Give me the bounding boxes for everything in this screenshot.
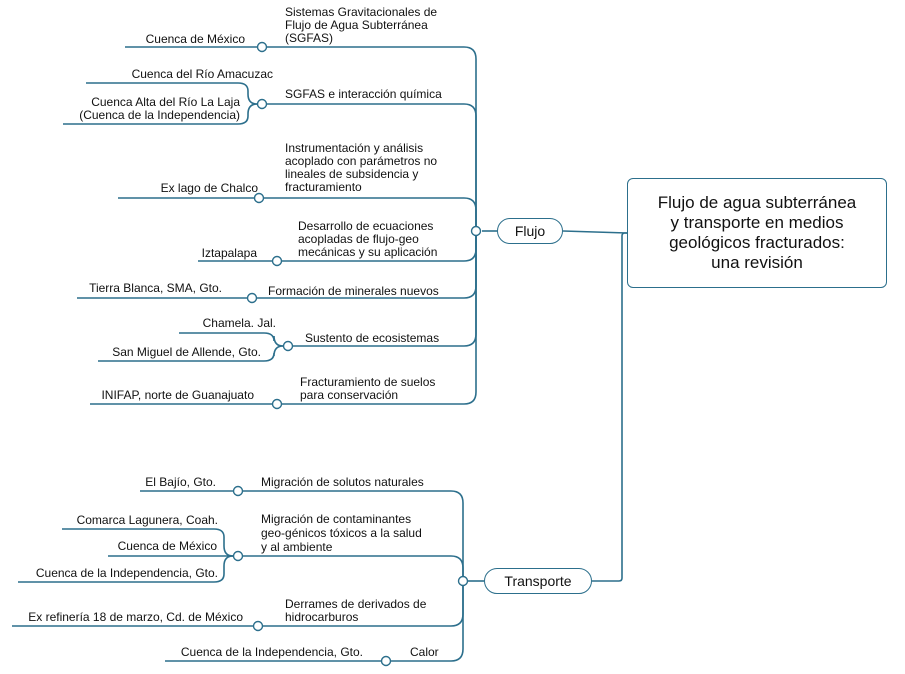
case-label[interactable]: Iztapalapa xyxy=(201,246,257,260)
connector-case xyxy=(63,103,258,125)
junction-circle[interactable] xyxy=(232,550,244,562)
topic-line: lineales de subsidencia y xyxy=(285,167,419,181)
junction-circle[interactable] xyxy=(246,292,258,304)
case-label[interactable]: Cuenca de México xyxy=(117,539,217,553)
case-label[interactable]: Chamela. Jal. xyxy=(202,316,276,330)
connector-case xyxy=(62,528,234,557)
case-label[interactable]: INIFAP, norte de Guanajuato xyxy=(101,388,254,402)
topic-line: Migración de contaminantes xyxy=(261,512,412,526)
case-label[interactable]: El Bajío, Gto. xyxy=(145,475,216,489)
connector-transporte-topic xyxy=(243,555,464,581)
connector-flujo-topic xyxy=(282,231,477,405)
case-label[interactable]: San Miguel de Allende, Gto. xyxy=(112,345,261,359)
topic-calor[interactable]: Calor xyxy=(410,645,439,659)
topic-ecosistemas[interactable]: Sustento de ecosistemas xyxy=(305,331,440,345)
case-label[interactable]: Cuenca del Río Amacuzac xyxy=(131,67,273,81)
topic-solutos[interactable]: Migración de solutos naturales xyxy=(261,475,424,489)
connector-case xyxy=(18,555,234,583)
connector-flujo-topic xyxy=(267,103,477,231)
junction-circle[interactable] xyxy=(470,225,482,237)
topic-line: Flujo de Agua Subterránea xyxy=(285,18,428,32)
topic-line: y al ambiente xyxy=(261,540,333,554)
connector-flujo-topic xyxy=(267,46,477,231)
central-topic-line: geológicos fracturados: xyxy=(669,233,845,252)
topic-line: acoplado con parámetros no xyxy=(285,154,438,168)
connector-case xyxy=(179,332,284,347)
topic-minerales[interactable]: Formación de minerales nuevos xyxy=(268,284,439,298)
junction-circle[interactable] xyxy=(252,620,264,632)
case-label[interactable]: (Cuenca de la Independencia) xyxy=(79,108,240,122)
junction-circle[interactable] xyxy=(380,655,392,667)
case-label[interactable]: Cuenca de México xyxy=(145,32,245,46)
central-topic-line: una revisión xyxy=(711,253,803,272)
junction-circle[interactable] xyxy=(256,41,268,53)
connector-case xyxy=(98,345,284,362)
topic-line: Sistemas Gravitacionales de xyxy=(285,5,438,19)
junction-circle[interactable] xyxy=(256,98,268,110)
topic-line: geo-génicos tóxicos a la salud xyxy=(261,526,422,540)
case-label[interactable]: Cuenca Alta del Río La Laja xyxy=(91,95,240,109)
connector-central-transporte xyxy=(592,232,627,582)
central-topic-line: Flujo de agua subterránea xyxy=(657,193,857,212)
connector-central-flujo xyxy=(562,230,628,234)
topic-line: Fracturamiento de suelos xyxy=(300,375,436,389)
topic-line: Derrames de derivados de xyxy=(285,597,427,611)
junction-circle[interactable] xyxy=(253,192,265,204)
topic-line: (SGFAS) xyxy=(285,31,334,45)
connector-transporte-topic xyxy=(243,490,464,581)
connector-case xyxy=(86,82,258,105)
topic-sgfas-quimica[interactable]: SGFAS e interacción química xyxy=(285,87,442,101)
case-label[interactable]: Cuenca de la Independencia, Gto. xyxy=(35,566,218,580)
case-label[interactable]: Ex refinería 18 de marzo, Cd. de México xyxy=(28,610,243,624)
central-topic-line: y transporte en medios xyxy=(670,213,844,232)
junction-circle[interactable] xyxy=(271,398,283,410)
topic-line: para conservación xyxy=(300,388,399,402)
junction-circle[interactable] xyxy=(232,485,244,497)
topic-line: Desarrollo de ecuaciones xyxy=(298,219,434,233)
branch-transporte[interactable]: Transporte xyxy=(484,568,592,594)
central-topic[interactable]: Flujo de agua subterránea y transporte e… xyxy=(627,178,887,288)
junction-circle[interactable] xyxy=(282,340,294,352)
case-label[interactable]: Comarca Lagunera, Coah. xyxy=(76,513,218,527)
topic-line: fracturamiento xyxy=(285,180,362,194)
junction-circle[interactable] xyxy=(271,255,283,267)
connector-transporte-topic xyxy=(391,581,464,662)
branch-flujo[interactable]: Flujo xyxy=(497,218,563,244)
topic-line: Instrumentación y análisis xyxy=(285,141,424,155)
topic-line: hidrocarburos xyxy=(285,610,359,624)
topic-line: mecánicas y su aplicación xyxy=(298,245,438,259)
topic-line: acopladas de flujo-geo xyxy=(298,232,419,246)
case-label[interactable]: Ex lago de Chalco xyxy=(160,181,258,195)
case-label[interactable]: Tierra Blanca, SMA, Gto. xyxy=(89,281,222,295)
junction-circle[interactable] xyxy=(457,575,469,587)
case-label[interactable]: Cuenca de la Independencia, Gto. xyxy=(180,645,363,659)
connector-flujo-topic xyxy=(264,197,477,231)
